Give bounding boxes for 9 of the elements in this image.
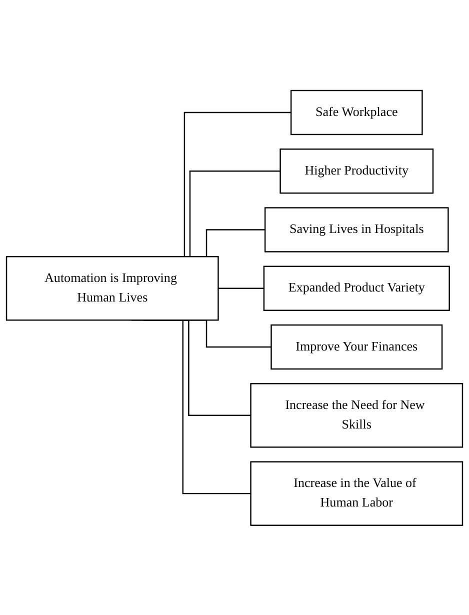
node-box: Higher Productivity — [280, 148, 434, 194]
node-box: Automation is Improving Human Lives — [6, 256, 219, 320]
node-box: Saving Lives in Hospitals — [264, 206, 449, 252]
connector — [218, 287, 264, 289]
node-box: Improve Your Finances — [270, 324, 443, 370]
node-box: Safe Workplace — [290, 89, 423, 135]
node-box: Increase in the Value of Human Labor — [250, 460, 464, 526]
node-box: Increase the Need for New Skills — [250, 382, 464, 448]
node-box: Expanded Product Variety — [263, 265, 450, 311]
